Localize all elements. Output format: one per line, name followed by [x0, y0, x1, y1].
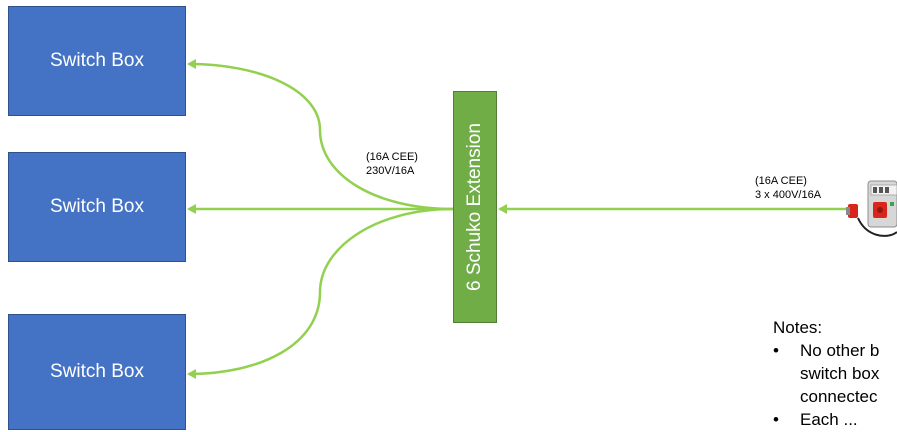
wire-to-switch-box-3 [187, 207, 454, 379]
note-text: No other b switch box connectec [800, 341, 880, 406]
schuko-extension: 6 Schuko Extension [453, 91, 497, 323]
bullet-icon: • [773, 410, 779, 429]
note-item: • Each ... [773, 408, 897, 431]
schuko-extension-label: 6 Schuko Extension [464, 123, 486, 291]
notes-list: • No other b switch box connectec • Each… [773, 339, 897, 431]
voltage-current-label: 230V/16A [366, 165, 415, 177]
bullet-icon: • [773, 341, 779, 360]
note-text: Each ... [800, 410, 858, 429]
switch-box-1: Switch Box [8, 6, 186, 116]
connector-type-label: (16A CEE) [366, 151, 418, 163]
connector-type-label: (16A CEE) [755, 175, 807, 187]
switch-box-2: Switch Box [8, 152, 186, 262]
switch-box-label: Switch Box [50, 50, 144, 71]
notes-section: Notes: • No other b switch box connectec… [773, 316, 897, 432]
voltage-current-label: 3 x 400V/16A [755, 189, 822, 201]
power-distribution-box-icon [846, 180, 897, 237]
power-source-spec: (16A CEE) 3 x 400V/16A [755, 174, 821, 202]
extension-input-spec: (16A CEE) 230V/16A [366, 150, 418, 178]
switch-box-3: Switch Box [8, 314, 186, 430]
notes-title: Notes: [773, 318, 823, 337]
wire-to-switch-box-1 [187, 59, 454, 211]
switch-box-label: Switch Box [50, 196, 144, 217]
note-item: • No other b switch box connectec [773, 339, 897, 408]
switch-box-label: Switch Box [50, 361, 144, 382]
